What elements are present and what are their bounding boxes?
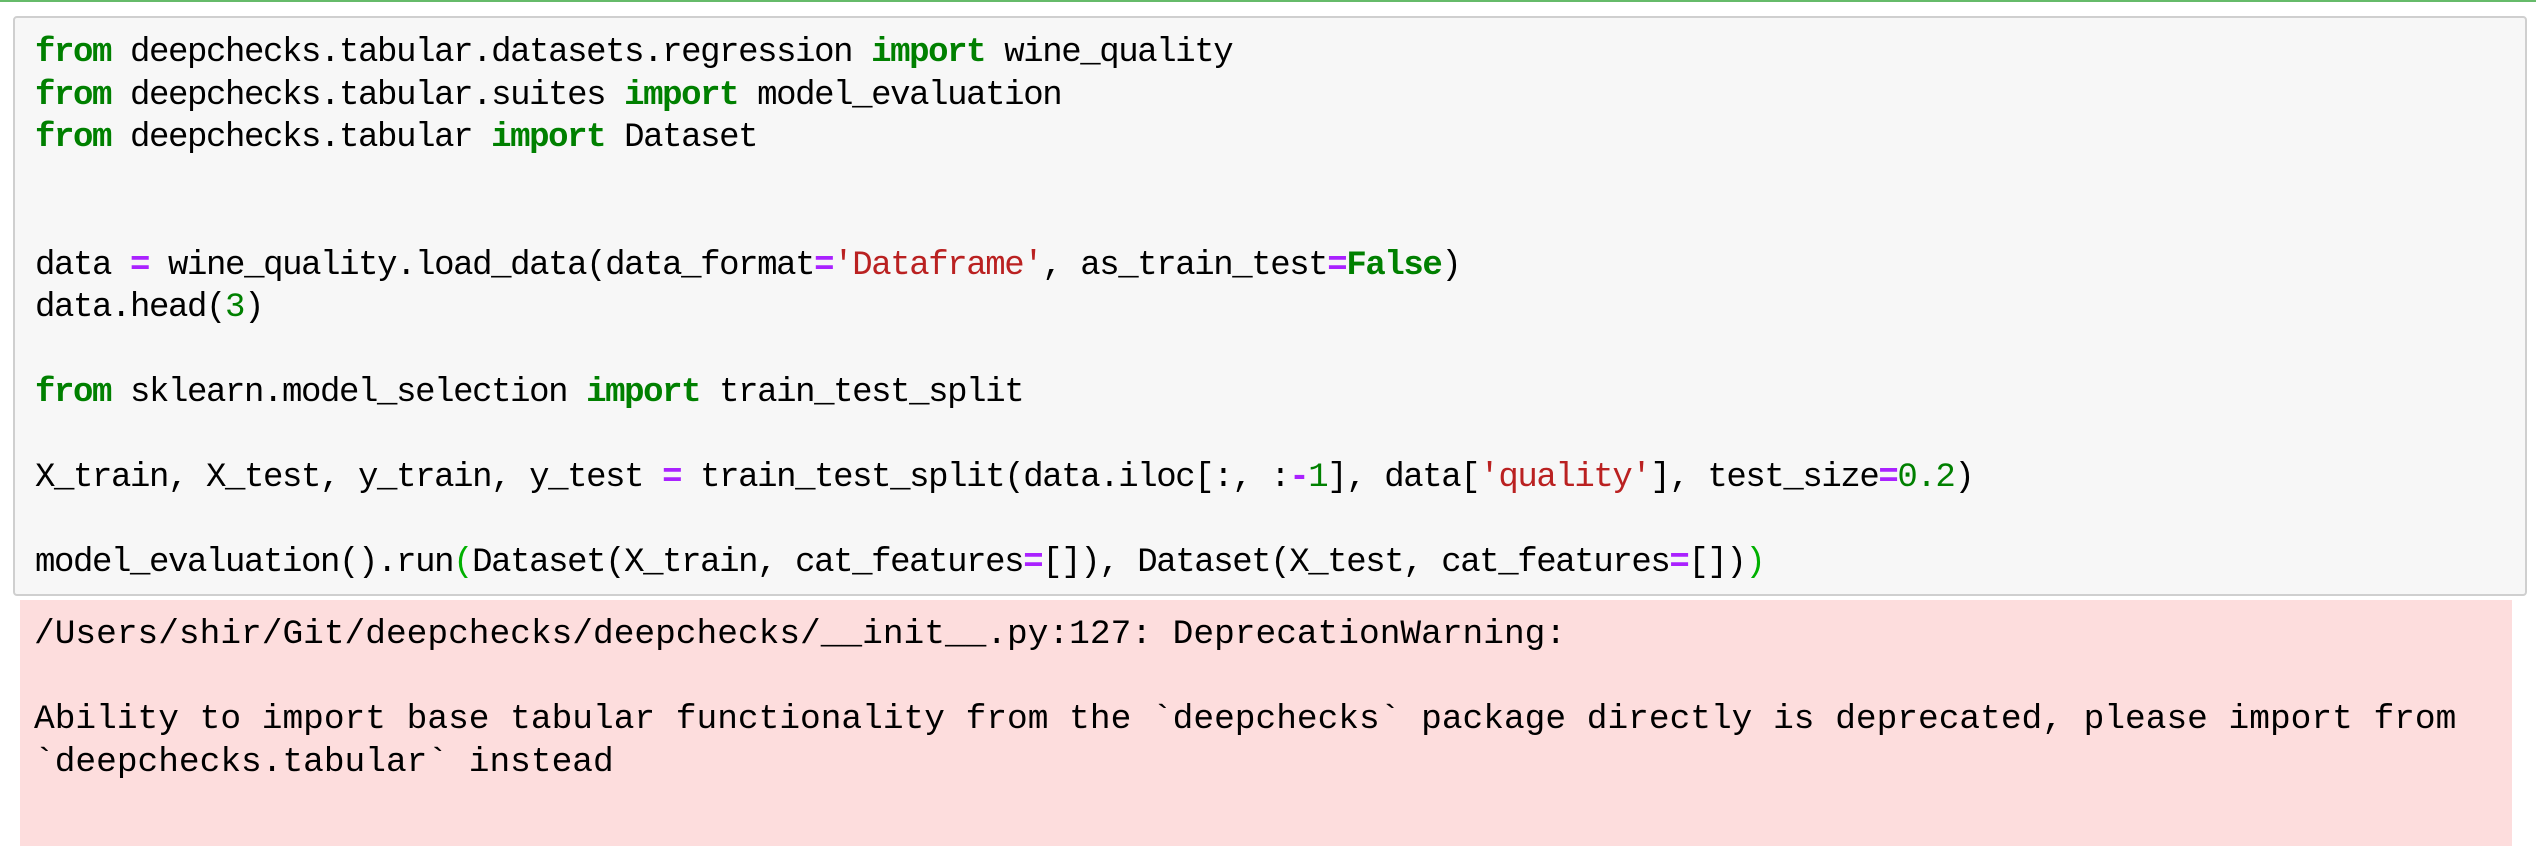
code-token: ], test_size: [1650, 459, 1879, 497]
code-line: from deepchecks.tabular.suites import mo…: [35, 75, 1973, 118]
code-token: train_test_split: [700, 374, 1024, 412]
code-line: from sklearn.model_selection import trai…: [35, 372, 1973, 415]
code-line: [35, 160, 1973, 203]
code-token: deepchecks.tabular.datasets.regression: [111, 34, 872, 72]
code-cell-editor[interactable]: from deepchecks.tabular.datasets.regress…: [13, 16, 2527, 596]
matched-bracket-token: (: [453, 544, 473, 582]
code-token: train_test_split(data.iloc[:, :: [681, 459, 1291, 497]
code-content[interactable]: from deepchecks.tabular.datasets.regress…: [35, 32, 1975, 585]
code-token: sklearn.model_selection: [111, 374, 587, 412]
code-line: model_evaluation().run(Dataset(X_train, …: [35, 542, 1973, 585]
keyword-token: import: [624, 76, 739, 115]
code-line: from deepchecks.tabular.datasets.regress…: [35, 32, 1973, 75]
operator-token: =: [1669, 544, 1689, 582]
operator-token: =: [1327, 246, 1347, 285]
string-token: 'Dataframe': [833, 246, 1043, 285]
stderr-output-area: /Users/shir/Git/deepchecks/deepchecks/__…: [20, 600, 2512, 846]
code-token: X_train, X_test, y_train, y_test: [35, 459, 663, 497]
code-token: data.head(: [35, 289, 226, 327]
keyword-token: from: [35, 119, 112, 157]
code-line: data.head(3): [35, 287, 1973, 330]
code-token: Dataset(X_train, cat_features: [472, 544, 1025, 582]
keyword-token: from: [35, 76, 112, 115]
code-token: model_evaluation().run: [35, 544, 454, 582]
keyword-token: import: [586, 374, 701, 412]
keyword-token: from: [35, 34, 112, 72]
number-token: 0.2: [1897, 459, 1955, 497]
code-token: wine_quality.load_data(data_format: [149, 246, 816, 285]
code-token: ], data[: [1327, 459, 1480, 497]
operator-token: -: [1289, 459, 1309, 497]
code-token: wine_quality: [985, 34, 1233, 72]
code-line: [35, 500, 1973, 543]
keyword-token: import: [871, 34, 986, 72]
deprecation-warning-text: /Users/shir/Git/deepchecks/deepchecks/__…: [34, 615, 2457, 782]
keyword-token: from: [35, 374, 112, 412]
code-token: model_evaluation: [738, 76, 1062, 115]
code-line: [35, 330, 1973, 373]
selected-cell-indicator: [0, 0, 2536, 2]
code-token: deepchecks.tabular.suites: [111, 76, 625, 115]
code-line: from deepchecks.tabular import Dataset: [35, 117, 1973, 160]
code-token: ): [1441, 246, 1461, 285]
operator-token: =: [1878, 459, 1898, 497]
number-token: 1: [1308, 459, 1328, 497]
code-token: Dataset: [605, 119, 758, 157]
operator-token: =: [130, 246, 150, 285]
code-line: [35, 415, 1973, 458]
code-token: []), Dataset(X_test, cat_features: [1042, 544, 1671, 582]
operator-token: =: [814, 246, 834, 285]
code-line: X_train, X_test, y_train, y_test = train…: [35, 457, 1975, 500]
matched-bracket-token: ): [1745, 544, 1765, 582]
operator-token: =: [1023, 544, 1043, 582]
code-line: data = wine_quality.load_data(data_forma…: [35, 245, 1973, 288]
operator-token: =: [662, 459, 682, 497]
code-token: []): [1688, 544, 1746, 582]
string-token: 'quality': [1479, 459, 1651, 497]
keyword-token: False: [1346, 246, 1442, 285]
code-token: deepchecks.tabular: [111, 119, 492, 157]
code-token: ): [1954, 459, 1974, 497]
number-token: 3: [225, 289, 245, 327]
code-token: ): [244, 289, 264, 327]
keyword-token: import: [491, 119, 606, 157]
code-token: , as_train_test: [1042, 246, 1328, 285]
code-line: [35, 202, 1973, 245]
code-token: data: [35, 246, 131, 285]
